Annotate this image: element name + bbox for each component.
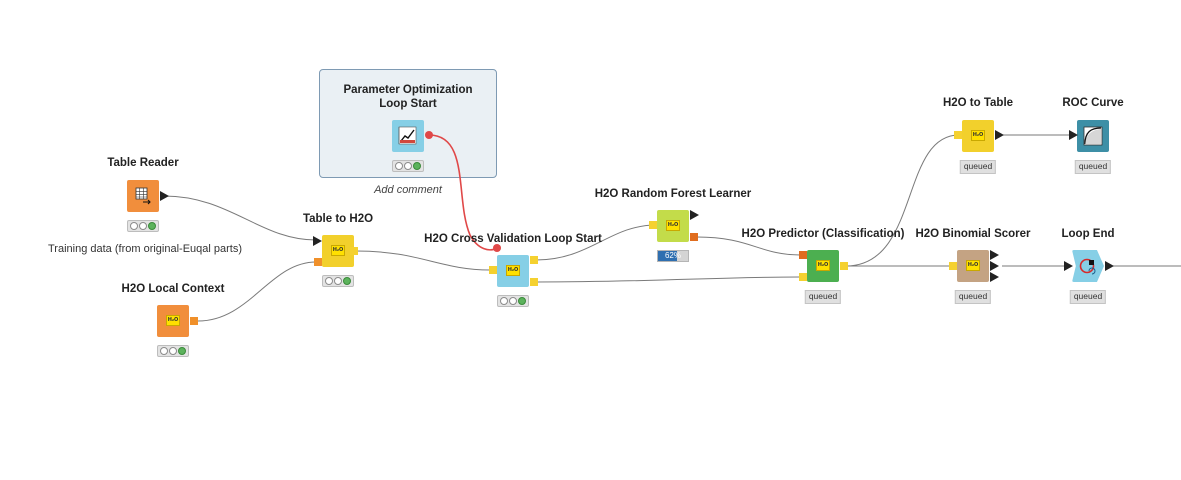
- h2o-logo-icon: H₂O: [506, 265, 520, 276]
- training-data-annotation[interactable]: Training data (from original-Euqal parts…: [48, 243, 243, 255]
- wire-local-context-to-table-to-h2o: [197, 261, 317, 322]
- line-chart-icon: [398, 126, 417, 145]
- node-title-h2o-to-table[interactable]: H2O to Table: [942, 97, 1014, 109]
- table-reader-node[interactable]: [127, 180, 159, 212]
- traffic-light-status: [322, 275, 354, 287]
- h2o-logo-icon: H₂O: [166, 315, 180, 326]
- input-port[interactable]: [314, 258, 322, 266]
- wire-cv-to-predictor: [535, 276, 801, 283]
- traffic-light-status: [392, 160, 424, 172]
- h2o-logo-icon: H₂O: [966, 260, 980, 271]
- parameter-optimization-loop-start-node[interactable]: [392, 120, 424, 152]
- node-title-h2o-random-forest-learner[interactable]: H2O Random Forest Learner: [594, 188, 752, 200]
- flow-variable-port-out: [425, 131, 433, 139]
- node-title-h2o-cross-validation-loop-start[interactable]: H2O Cross Validation Loop Start: [424, 233, 602, 245]
- output-port[interactable]: [190, 317, 198, 325]
- input-port[interactable]: [1069, 130, 1078, 140]
- input-port[interactable]: [799, 251, 807, 259]
- wire-table-reader-to-table-to-h2o: [163, 195, 317, 241]
- node-title-table-reader[interactable]: Table Reader: [107, 157, 179, 169]
- output-port[interactable]: [840, 262, 848, 270]
- node-title-loop-end[interactable]: Loop End: [1061, 228, 1115, 240]
- loop-end-icon: [1079, 258, 1096, 275]
- output-port[interactable]: [690, 210, 699, 220]
- traffic-light-status: [497, 295, 529, 307]
- output-port[interactable]: [530, 256, 538, 264]
- h2o-predictor-node[interactable]: H₂O: [807, 250, 839, 282]
- node-status-label: queued: [954, 290, 992, 304]
- output-port[interactable]: [530, 278, 538, 286]
- output-port[interactable]: [990, 250, 999, 260]
- node-status-label: queued: [804, 290, 842, 304]
- traffic-light-status: [127, 220, 159, 232]
- node-status-label: queued: [1074, 160, 1112, 174]
- flow-variable-port-in: [493, 244, 501, 252]
- table-to-h2o-node[interactable]: H₂O: [322, 235, 354, 267]
- wire-cv-to-rf-learner: [535, 224, 657, 261]
- progress-fill: [658, 251, 677, 261]
- input-port[interactable]: [313, 236, 322, 246]
- h2o-logo-icon: H₂O: [331, 245, 345, 256]
- input-port[interactable]: [489, 266, 497, 274]
- output-port[interactable]: [990, 272, 999, 282]
- add-comment-link[interactable]: Add comment: [374, 184, 442, 196]
- wire-predictor-to-h2o-to-table: [845, 134, 960, 267]
- output-port[interactable]: [350, 247, 358, 255]
- node-title-table-to-h2o[interactable]: Table to H2O: [302, 213, 374, 225]
- loop-end-node[interactable]: [1072, 250, 1104, 282]
- h2o-local-context-node[interactable]: H₂O: [157, 305, 189, 337]
- h2o-logo-icon: H₂O: [816, 260, 830, 271]
- node-title-h2o-local-context[interactable]: H2O Local Context: [121, 283, 225, 295]
- output-port[interactable]: [990, 261, 999, 271]
- input-port[interactable]: [1064, 261, 1073, 271]
- h2o-logo-icon: H₂O: [666, 220, 680, 231]
- input-port[interactable]: [949, 262, 957, 270]
- input-port[interactable]: [649, 221, 657, 229]
- node-title-h2o-predictor[interactable]: H2O Predictor (Classification): [741, 228, 905, 240]
- h2o-logo-icon: H₂O: [971, 130, 985, 141]
- output-port[interactable]: [995, 130, 1004, 140]
- wire-table-to-h2o-to-cv-loop: [355, 250, 491, 271]
- node-status-label: queued: [959, 160, 997, 174]
- roc-curve-icon: [1083, 126, 1103, 146]
- h2o-to-table-node[interactable]: H₂O: [962, 120, 994, 152]
- h2o-random-forest-learner-node[interactable]: H₂O: [657, 210, 689, 242]
- output-port[interactable]: [1105, 261, 1114, 271]
- wire-rf-to-predictor: [696, 236, 801, 256]
- output-port[interactable]: [160, 191, 169, 201]
- node-title-parameter-optimization-loop-start[interactable]: Parameter Optimization Loop Start: [343, 84, 473, 110]
- h2o-binomial-scorer-node[interactable]: H₂O: [957, 250, 989, 282]
- input-port[interactable]: [954, 131, 962, 139]
- node-title-h2o-binomial-scorer[interactable]: H2O Binomial Scorer: [915, 228, 1031, 240]
- output-port[interactable]: [690, 233, 698, 241]
- node-status-label: queued: [1069, 290, 1107, 304]
- h2o-cross-validation-loop-start-node[interactable]: H₂O: [497, 255, 529, 287]
- progress-label: 62%: [664, 251, 681, 260]
- table-reader-icon: [135, 187, 151, 205]
- traffic-light-status: [157, 345, 189, 357]
- node-title-roc-curve[interactable]: ROC Curve: [1062, 97, 1124, 109]
- node-progress-bar: 62%: [657, 250, 689, 262]
- wire-flow-variable: [428, 134, 498, 251]
- input-port[interactable]: [799, 273, 807, 281]
- roc-curve-node[interactable]: [1077, 120, 1109, 152]
